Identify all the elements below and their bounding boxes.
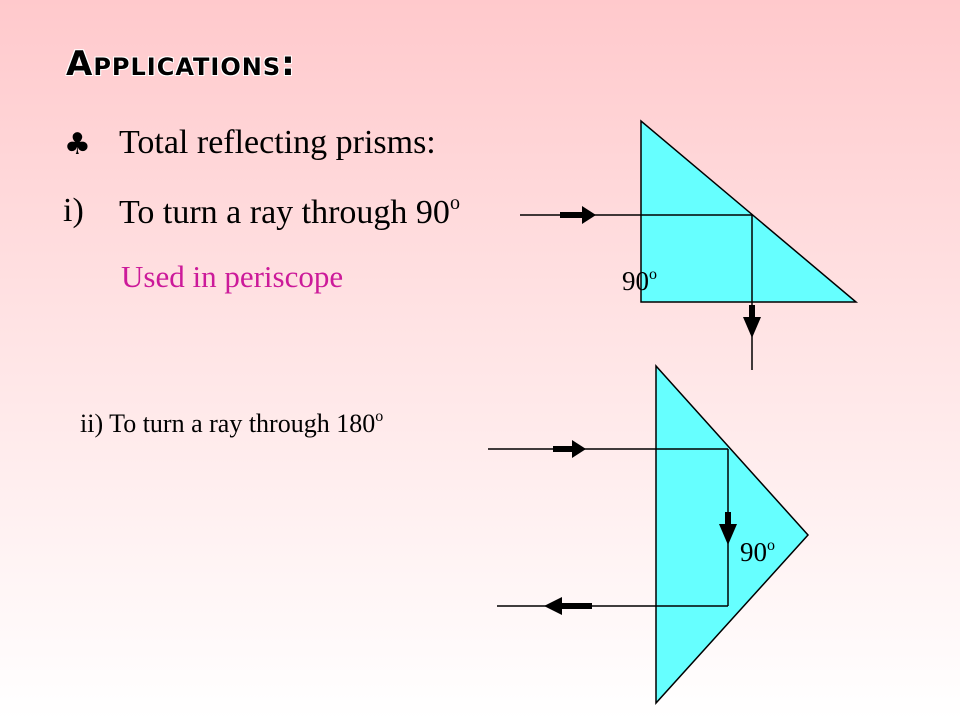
angle-label-1: 90o xyxy=(622,266,657,297)
arrowhead-down-icon xyxy=(719,524,737,545)
item-turn-90: To turn a ray through 90o xyxy=(119,192,460,232)
item-marker-i: i) xyxy=(63,192,84,229)
bullet-item-total-reflecting: Total reflecting prisms: xyxy=(119,124,436,161)
ray-arrow-1b xyxy=(749,305,755,325)
angle-value: 90 xyxy=(740,537,767,567)
item-turn-180: ii) To turn a ray through 180o xyxy=(80,408,383,439)
angle-unit: o xyxy=(767,537,775,554)
ray-arrow-2c xyxy=(560,603,592,609)
arrowhead-left-icon xyxy=(544,597,562,615)
arrowhead-down-icon xyxy=(743,317,761,338)
angle-unit: o xyxy=(649,266,657,283)
ray-arrow-1a xyxy=(560,212,584,218)
prism-90 xyxy=(640,119,859,303)
periscope-note: Used in periscope xyxy=(121,259,344,294)
slide-title: Applications: xyxy=(66,44,296,84)
ray-arrow-2b xyxy=(725,512,731,532)
degree-superscript: o xyxy=(449,192,460,214)
arrowhead-right-icon xyxy=(572,440,586,458)
item-turn-90-text: To turn a ray through 90 xyxy=(119,194,450,231)
arrowhead-right-icon xyxy=(582,206,596,224)
angle-value: 90 xyxy=(622,266,649,296)
degree-superscript: o xyxy=(375,408,384,425)
angle-label-2: 90o xyxy=(740,537,775,568)
item-turn-180-text: ii) To turn a ray through 180 xyxy=(80,409,376,438)
ray-arrow-2a xyxy=(553,446,575,452)
club-bullet-icon: ♣ xyxy=(64,127,91,162)
